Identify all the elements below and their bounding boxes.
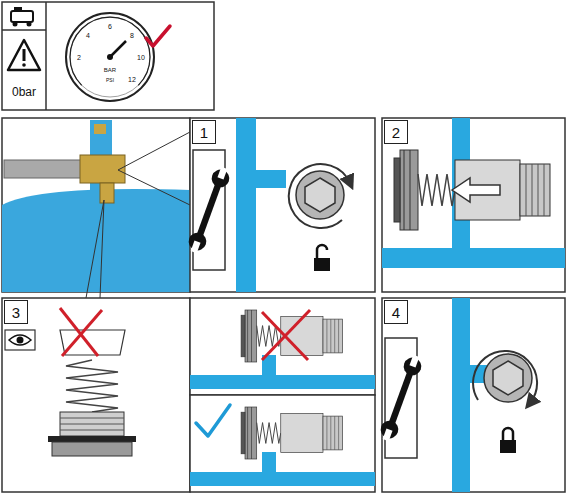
step-number: 2 [392,124,400,141]
step-number: 3 [12,304,20,321]
scale-number: 12 [128,76,136,83]
scale-number: 8 [130,32,134,39]
scale-number: 10 [137,54,145,61]
step-number-box: 1 [192,120,216,144]
unit-label: BAR [104,67,116,73]
step-number: 4 [392,304,400,321]
step-number-box: 4 [384,300,408,324]
step-number-box: 2 [384,120,408,144]
scale-number: 2 [77,54,81,61]
scale-number: 4 [86,32,90,39]
unit-label: PSI [106,78,114,83]
label: 0bar [12,86,36,98]
scale-number: 6 [108,23,112,30]
step-number: 1 [200,124,208,141]
step-number-box: 3 [4,300,28,324]
